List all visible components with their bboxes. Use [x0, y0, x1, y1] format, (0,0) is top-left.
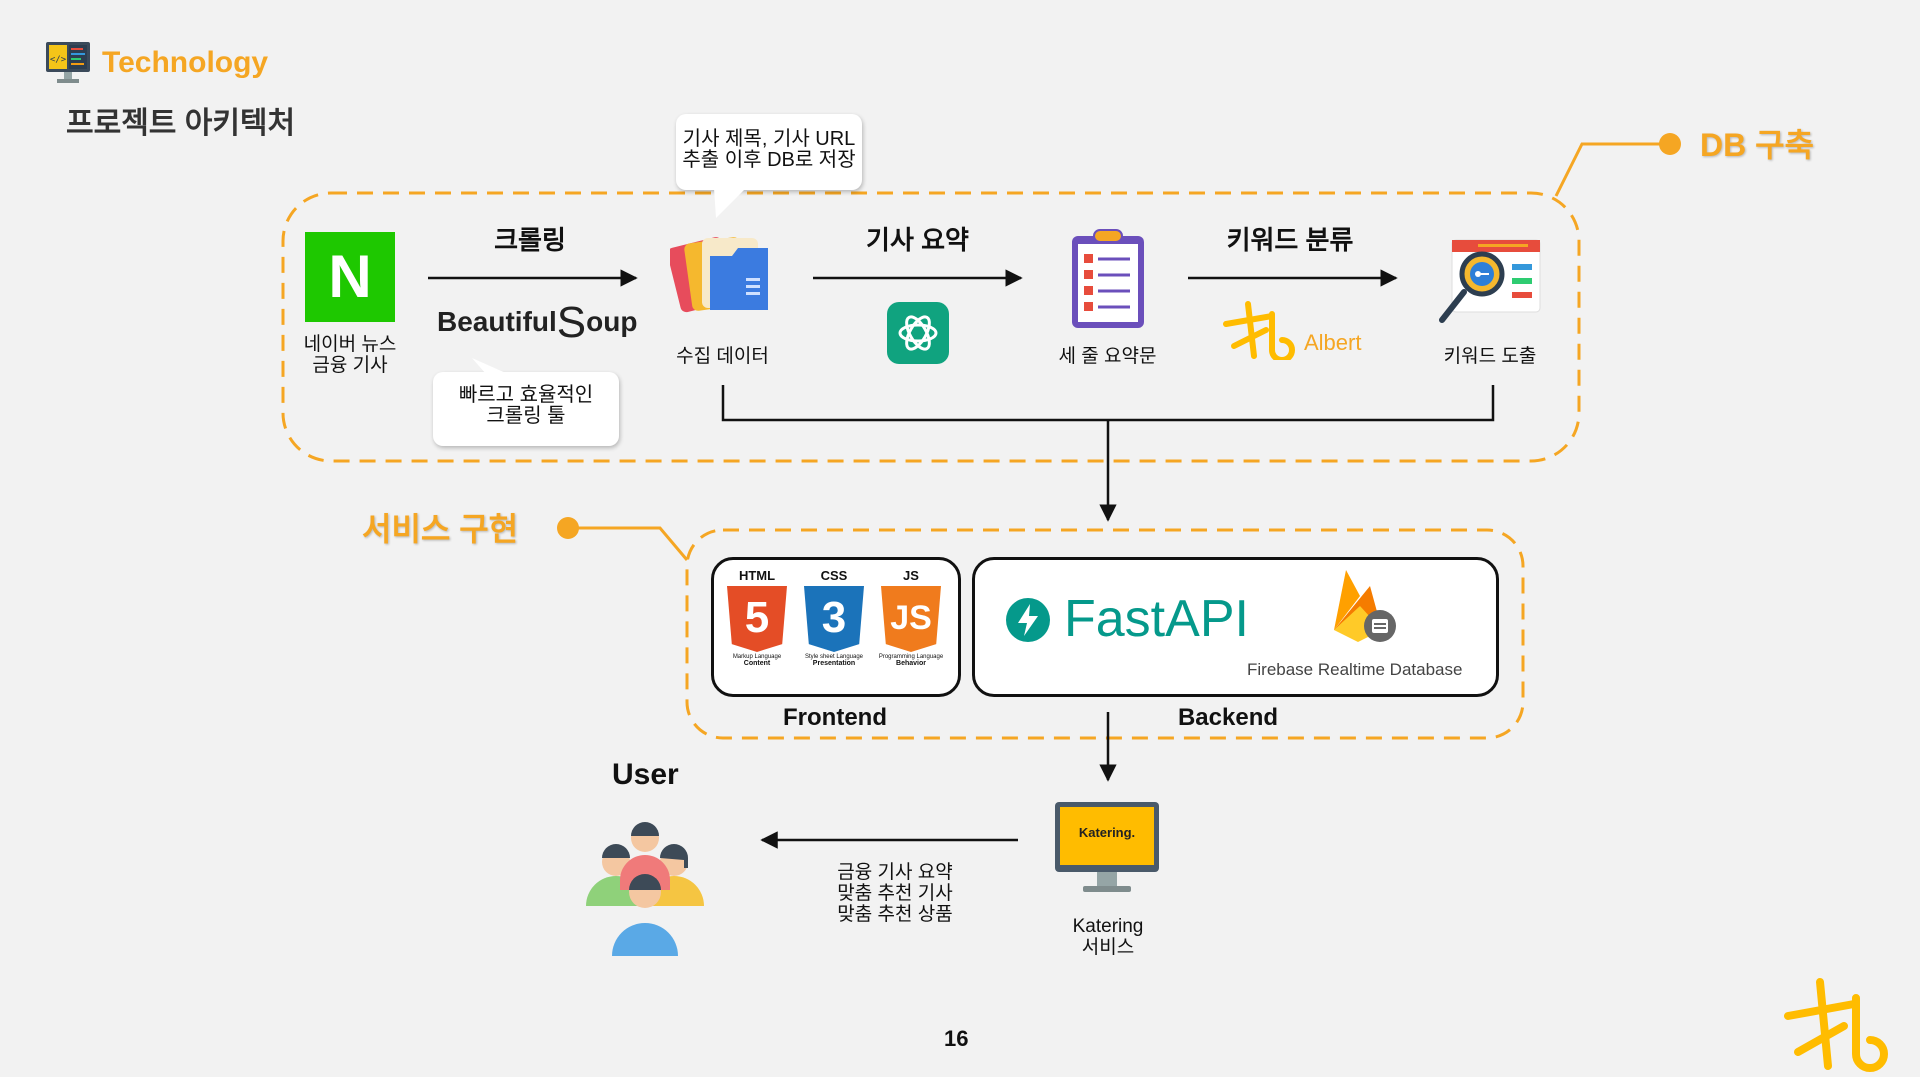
delivery-list: 금융 기사 요약 맞춤 추천 기사 맞춤 추천 상품 — [815, 862, 975, 925]
fastapi-logo-text: FastAPI — [1064, 590, 1249, 648]
page-number: 16 — [944, 1026, 969, 1051]
firebase-flame-icon — [1330, 566, 1400, 653]
source-label-line2: 금융 기사 — [312, 355, 388, 376]
katering-label-line2: 서비스 — [1081, 937, 1135, 958]
katering-screen: Katering. — [1055, 802, 1159, 872]
source-label: 네이버 뉴스 금융 기사 — [290, 334, 410, 376]
clipboard-checklist-icon — [1068, 226, 1148, 335]
html-badge-digit: 5 — [744, 593, 770, 642]
crawl-note-bubble: 빠르고 효율적인 크롤링 툴 — [433, 372, 619, 446]
html-badge-title: HTML — [738, 568, 776, 583]
bs-text-s: S — [556, 298, 587, 347]
backend-panel — [972, 557, 1499, 697]
js-badge-caption2: Behavior — [896, 660, 926, 667]
kb-star-icon — [1223, 301, 1295, 360]
js-badge: JS JS Programming Language Behavior — [876, 568, 946, 667]
naver-logo-letter: N — [328, 243, 372, 310]
collected-note-bubble: 기사 제목, 기사 URL 추출 이후 DB로 저장 — [676, 114, 862, 190]
css-badge: CSS 3 Style sheet Language Presentation — [799, 568, 869, 667]
header-title: Technology — [102, 46, 269, 79]
css-badge-digit: 3 — [821, 593, 847, 642]
db-callout-dot — [1659, 133, 1681, 155]
html-badge: HTML 5 Markup Language Content — [722, 568, 792, 667]
frontend-badges: HTML 5 Markup Language Content CSS 3 Sty… — [722, 568, 946, 680]
collected-label: 수집 데이터 — [676, 346, 769, 367]
folders-icon — [667, 228, 776, 325]
frontend-label: Frontend — [783, 704, 887, 731]
crawl-note-line2: 크롤링 툴 — [486, 405, 566, 427]
service-section-box — [685, 528, 1525, 740]
keyword-search-icon — [1438, 236, 1542, 331]
backend-label: Backend — [1177, 704, 1279, 731]
collected-note-tail — [714, 188, 746, 218]
crawl-step-label: 크롤링 — [494, 225, 566, 255]
js-shield-icon: JS — [881, 586, 941, 652]
katering-label: Katering 서비스 — [1048, 916, 1168, 958]
page-subtitle: 프로젝트 아키텍처 — [66, 107, 296, 140]
katering-label-line1: Katering — [1072, 916, 1144, 937]
albert-text: Albert — [1304, 330, 1362, 355]
db-section-box — [281, 191, 1581, 463]
html-badge-caption2: Content — [743, 660, 771, 667]
kb-corner-logo — [1782, 976, 1892, 1077]
beautifulsoup-logo: BeautifulSoup — [437, 298, 637, 358]
db-bracket — [721, 385, 1495, 422]
collected-note-line1: 기사 제목, 기사 URL — [682, 128, 856, 150]
js-badge-caption1: Programming Language — [878, 654, 944, 660]
js-badge-title: JS — [903, 568, 919, 583]
user-title: User — [612, 758, 679, 791]
collected-note-line2: 추출 이후 DB로 저장 — [682, 149, 856, 171]
html-badge-caption1: Markup Language — [732, 654, 782, 660]
summary-label: 세 줄 요약문 — [1058, 346, 1157, 367]
svg-text:</>: </> — [50, 55, 67, 65]
keywords-label: 키워드 도출 — [1443, 346, 1537, 367]
kb-albert-logo: Albert — [1220, 300, 1370, 360]
katering-monitor-icon: Katering. — [1055, 802, 1159, 900]
crawl-note-line1: 빠르고 효율적인 — [458, 384, 594, 406]
summarize-step-label: 기사 요약 — [866, 225, 969, 255]
db-section-tag: DB 구축 — [1700, 127, 1814, 163]
html-shield-icon: 5 — [727, 586, 787, 652]
delivery-line1: 금융 기사 요약 — [837, 862, 953, 883]
delivery-line3: 맞춤 추천 상품 — [837, 904, 953, 925]
delivery-line2: 맞춤 추천 기사 — [837, 883, 953, 904]
db-callout-line — [1554, 142, 1668, 197]
css-badge-caption1: Style sheet Language — [804, 654, 864, 660]
js-badge-digit: JS — [890, 599, 932, 637]
firebase-label: Firebase Realtime Database — [1247, 660, 1463, 679]
crawl-note-tail — [472, 358, 508, 374]
service-callout-dot — [557, 517, 579, 539]
css-badge-title: CSS — [820, 568, 848, 583]
bs-text-after: oup — [586, 306, 638, 337]
service-callout-line — [568, 526, 689, 561]
source-label-line1: 네이버 뉴스 — [303, 334, 397, 355]
naver-logo: N — [305, 232, 395, 322]
chatgpt-icon — [887, 302, 949, 364]
bs-text-before: Beautiful — [437, 306, 557, 337]
katering-screen-text: Katering. — [1078, 825, 1136, 840]
users-group-icon — [580, 810, 710, 961]
monitor-icon: </> — [44, 40, 92, 91]
classify-step-label: 키워드 분류 — [1226, 225, 1354, 255]
service-section-tag: 서비스 구현 — [362, 511, 519, 547]
css-shield-icon: 3 — [804, 586, 864, 652]
fastapi-bolt-icon — [1006, 598, 1050, 642]
css-badge-caption2: Presentation — [812, 660, 856, 667]
